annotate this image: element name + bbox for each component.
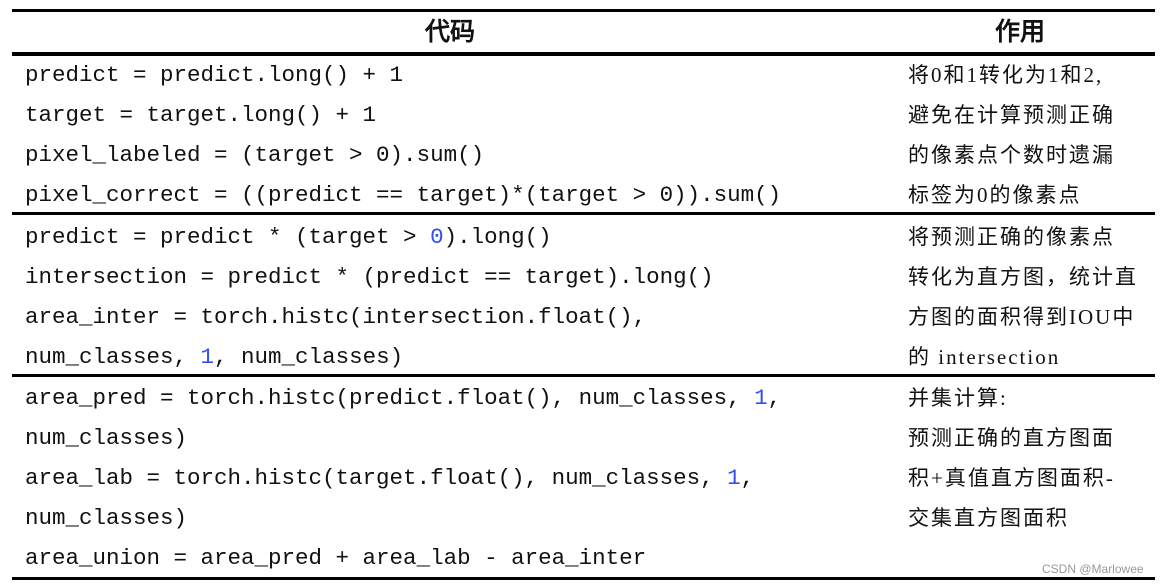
top-rule — [12, 9, 1155, 12]
purpose-text: 预测正确的直方图面 — [908, 426, 1115, 450]
code-line: pixel_labeled = (target > 0).sum() — [25, 135, 484, 175]
purpose-text: 的像素点个数时遗漏 — [908, 143, 1115, 167]
code-line: num_classes) — [25, 498, 187, 538]
code-line: predict = predict.long() + 1 — [25, 55, 403, 95]
code-line: area_lab = torch.histc(target.float(), n… — [25, 458, 754, 498]
code-text: num_classes) — [25, 505, 188, 531]
code-text: num_classes, — [25, 344, 201, 370]
code-text: area_lab = torch.histc(target.float(), n… — [25, 465, 728, 491]
purpose-text: 方图的面积得到IOU中 — [908, 305, 1136, 329]
purpose-text: 标签为0的像素点 — [908, 183, 1082, 207]
code-text: ).long() — [443, 224, 552, 250]
row-divider — [12, 374, 1155, 377]
header-code: 代码 — [425, 17, 476, 46]
code-line: area_inter = torch.histc(intersection.fl… — [25, 297, 646, 337]
code-text: pixel_correct = ((predict == target)*(ta… — [25, 182, 782, 208]
code-text: predict = predict.long() + 1 — [25, 62, 404, 88]
code-text: predict = predict * (target > — [25, 224, 431, 250]
purpose-text: 将0和1转化为1和2, — [908, 63, 1104, 87]
code-line: area_pred = torch.histc(predict.float(),… — [25, 378, 781, 418]
code-text: target = target.long() + 1 — [25, 102, 377, 128]
purpose-text: 转化为直方图，统计直 — [908, 265, 1138, 289]
number-literal: 1 — [727, 465, 741, 491]
purpose-text: 避免在计算预测正确 — [908, 103, 1115, 127]
purpose-text: 并集计算: — [908, 386, 1008, 410]
code-line: target = target.long() + 1 — [25, 95, 376, 135]
purpose-text: 交集直方图面积 — [908, 506, 1069, 530]
code-text: area_union = area_pred + area_lab - area… — [25, 545, 647, 571]
code-text: area_pred = torch.histc(predict.float(),… — [25, 385, 755, 411]
code-text: , — [767, 385, 782, 411]
code-text: intersection = predict * (predict == tar… — [25, 264, 714, 290]
purpose-text: 将预测正确的像素点 — [908, 225, 1115, 249]
bottom-rule — [12, 577, 1155, 580]
code-text: , num_classes) — [214, 344, 404, 370]
code-line: area_union = area_pred + area_lab - area… — [25, 538, 646, 578]
watermark: CSDN @Marlowee — [1042, 562, 1144, 576]
code-line: num_classes) — [25, 418, 187, 458]
header-purpose: 作用 — [995, 17, 1046, 46]
purpose-text: 积+真值直方图面积- — [908, 466, 1115, 490]
number-literal: 1 — [754, 385, 768, 411]
row-divider — [12, 212, 1155, 215]
code-text: area_inter = torch.histc(intersection.fl… — [25, 304, 647, 330]
number-literal: 1 — [200, 344, 215, 370]
number-literal: 0 — [430, 224, 444, 250]
code-line: intersection = predict * (predict == tar… — [25, 257, 714, 297]
code-text: pixel_labeled = (target > 0).sum() — [25, 142, 485, 168]
code-text: num_classes) — [25, 425, 188, 451]
code-text: , — [740, 465, 755, 491]
purpose-text: 的 intersection — [908, 345, 1061, 369]
code-line: pixel_correct = ((predict == target)*(ta… — [25, 175, 781, 215]
code-line: predict = predict * (target > 0).long() — [25, 217, 552, 257]
header-rule — [12, 52, 1155, 56]
code-line: num_classes, 1, num_classes) — [25, 337, 403, 377]
